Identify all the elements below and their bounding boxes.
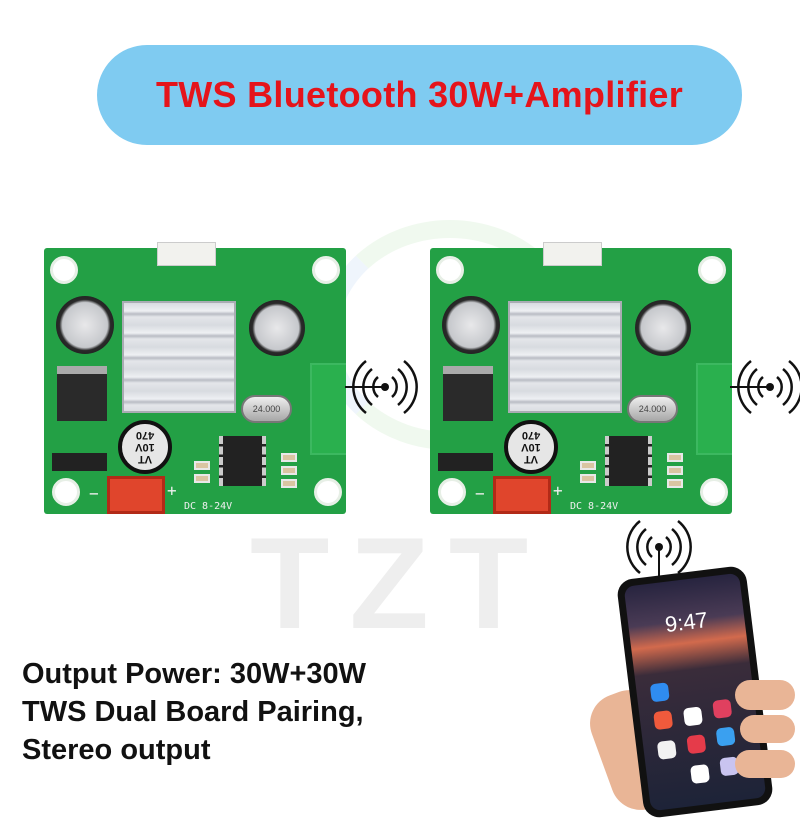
crystal: 24.000	[627, 395, 678, 423]
bluetooth-chip	[219, 436, 266, 486]
pcb-antenna	[310, 363, 346, 455]
heatsink	[122, 301, 236, 413]
diode	[438, 453, 493, 471]
smd-resistor	[281, 453, 297, 462]
smd-resistor	[281, 479, 297, 488]
smd-resistor	[580, 461, 596, 470]
wireless-signal-icon	[730, 360, 800, 414]
speaker-connector	[157, 242, 216, 266]
small-capacitor: VT 10V 470	[504, 420, 558, 474]
app-icon	[656, 739, 677, 760]
hand-finger	[740, 715, 795, 743]
capacitor	[635, 300, 691, 356]
speaker-connector	[543, 242, 602, 266]
pcb-antenna	[696, 363, 732, 455]
bluetooth-chip	[605, 436, 652, 486]
app-icon	[712, 698, 733, 719]
mounting-hole	[314, 478, 342, 506]
cap-label: VT	[137, 453, 153, 465]
diode	[52, 453, 107, 471]
minus-label: −	[89, 484, 99, 503]
app-icon	[690, 763, 711, 785]
cap-label: 10V	[135, 441, 155, 453]
cap-label: 10V	[521, 441, 541, 453]
feature-tws-pairing: TWS Dual Board Pairing,	[22, 696, 364, 728]
title-banner: TWS Bluetooth 30W+Amplifier	[97, 45, 742, 145]
voltage-label: DC 8-24V	[570, 501, 619, 512]
mosfet	[443, 366, 493, 421]
smd-resistor	[194, 474, 210, 483]
capacitor	[249, 300, 305, 356]
heatsink	[508, 301, 622, 413]
smd-resistor	[667, 453, 683, 462]
feature-list: Output Power: 30W+30W TWS Dual Board Pai…	[22, 655, 366, 769]
smd-resistor	[667, 479, 683, 488]
crystal: 24.000	[241, 395, 292, 423]
smd-resistor	[667, 466, 683, 475]
mounting-hole	[50, 256, 78, 284]
phone-clock: 9:47	[663, 607, 710, 638]
smd-resistor	[194, 461, 210, 470]
title-text: TWS Bluetooth 30W+Amplifier	[155, 74, 684, 115]
mounting-hole	[700, 478, 728, 506]
power-connector	[107, 476, 165, 514]
voltage-label: DC 8-24V	[184, 501, 233, 512]
watermark-text: TZT	[250, 510, 549, 656]
mounting-hole	[436, 256, 464, 284]
mounting-hole	[438, 478, 466, 506]
capacitor	[56, 296, 114, 354]
capacitor	[442, 296, 500, 354]
app-icon	[649, 682, 670, 703]
small-capacitor: VT 10V 470	[118, 420, 172, 474]
smd-resistor	[281, 466, 297, 475]
app-icon	[686, 734, 707, 755]
mounting-hole	[312, 256, 340, 284]
cap-label: VT	[523, 453, 539, 465]
app-icon	[682, 706, 703, 727]
smd-resistor	[580, 474, 596, 483]
feature-output-power: Output Power: 30W+30W	[22, 658, 367, 690]
minus-label: −	[475, 484, 485, 503]
hand-finger	[735, 750, 795, 778]
cap-label: 470	[521, 429, 541, 441]
power-connector	[493, 476, 551, 514]
hand-finger	[735, 680, 795, 710]
app-icon	[715, 726, 736, 747]
cap-label: 470	[135, 429, 155, 441]
feature-stereo: Stereo output	[22, 734, 211, 766]
mosfet	[57, 366, 107, 421]
app-icon	[653, 710, 674, 731]
wireless-signal-icon	[626, 520, 692, 585]
amplifier-board-left: VT 10V 470 24.000 − + DC 8-24V	[44, 242, 346, 514]
plus-label: +	[553, 481, 563, 500]
mounting-hole	[52, 478, 80, 506]
mounting-hole	[698, 256, 726, 284]
plus-label: +	[167, 481, 177, 500]
amplifier-board-right: VT 10V 470 24.000 − + DC 8-24V	[430, 242, 732, 514]
wireless-signal-icon	[345, 360, 418, 414]
